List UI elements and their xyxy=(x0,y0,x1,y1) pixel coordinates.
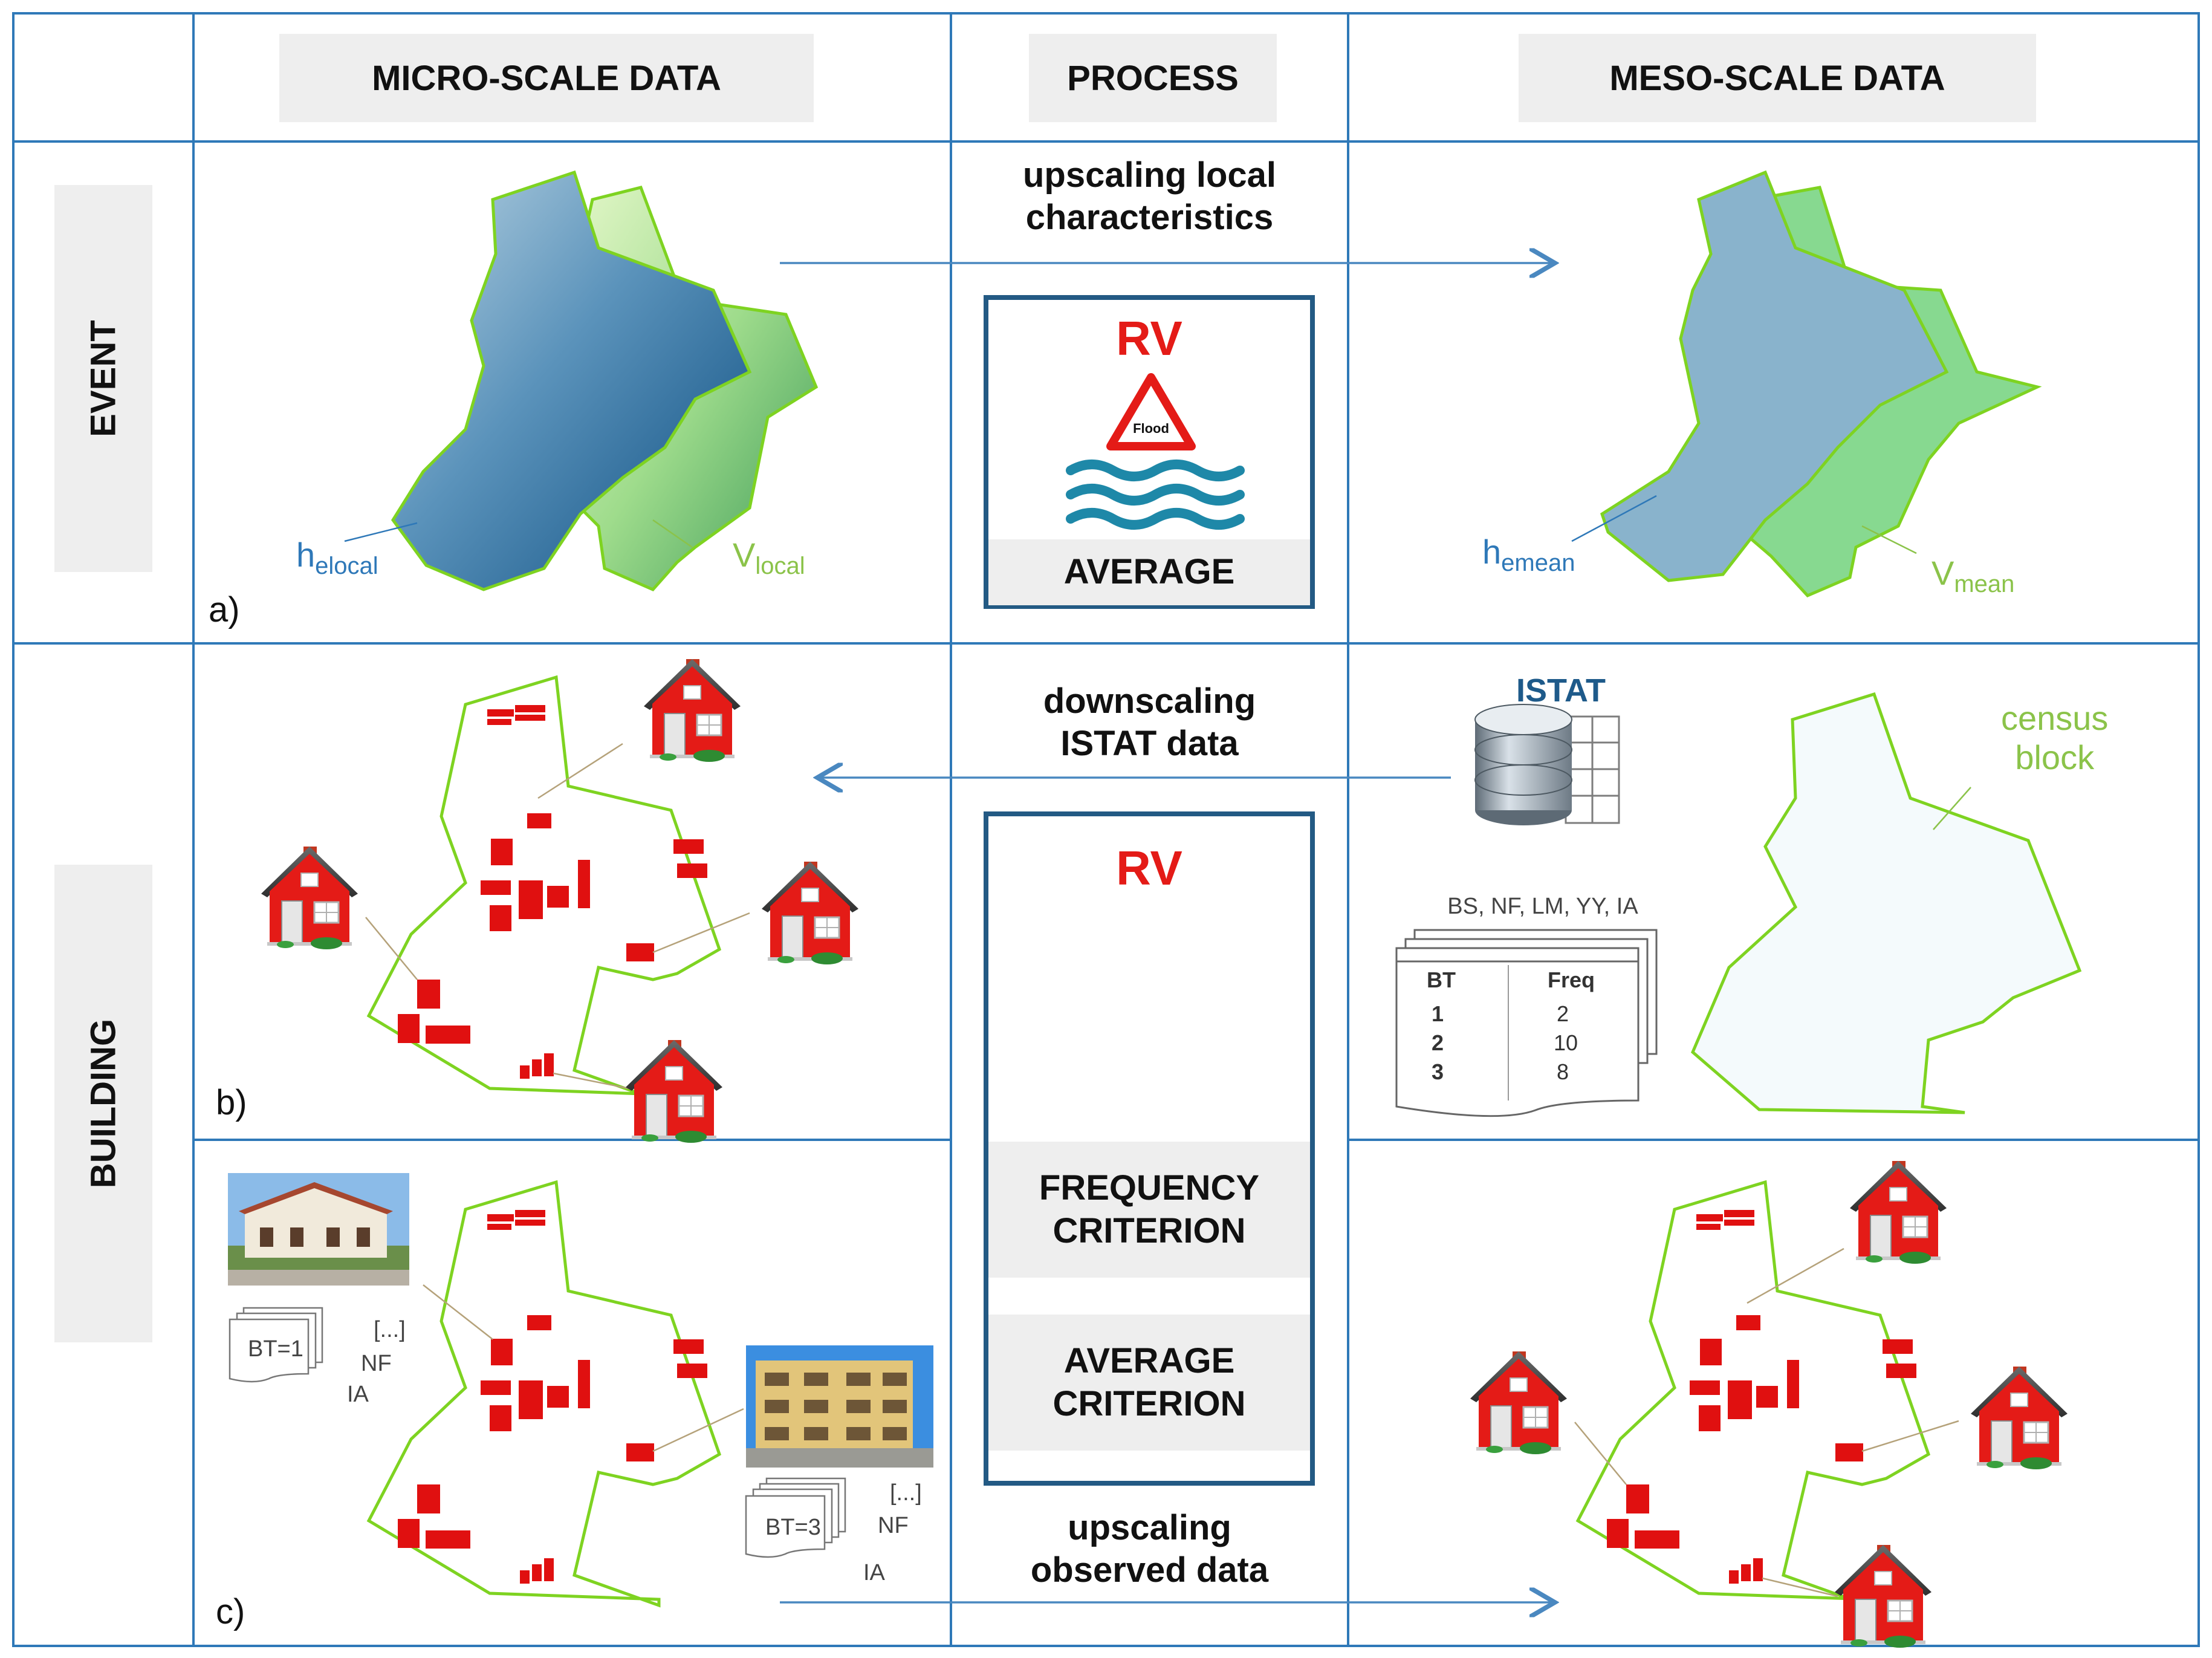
obs-card-1-more: [...] xyxy=(374,1317,406,1342)
label-upscale-observed: upscaling observed data xyxy=(1030,1508,1269,1590)
census-block-micro-b xyxy=(365,675,750,1103)
header-process: PROCESS xyxy=(1029,34,1277,122)
label-downscale-istat: downscaling ISTAT data xyxy=(1043,681,1256,763)
house-icon-b2 xyxy=(260,845,359,951)
panel-label-b: b) xyxy=(216,1083,247,1122)
v-mean-base: V xyxy=(1931,554,1954,592)
h-local-label: helocal xyxy=(296,535,378,580)
obs-card-1-bt: BT=1 xyxy=(248,1336,303,1362)
row-label-building: BUILDING xyxy=(83,1018,123,1189)
house-icon-c3 xyxy=(1970,1365,2069,1471)
istat-table: BT Freq 1 2 2 10 3 8 xyxy=(1403,967,1632,1085)
row-header-event: EVENT xyxy=(54,185,152,572)
rv-title-event: RV xyxy=(1116,311,1182,365)
v-local-base: V xyxy=(733,536,756,574)
h-mean-sub: emean xyxy=(1501,550,1575,577)
obs-card-2-sheets xyxy=(745,1477,846,1558)
istat-col-bt: BT xyxy=(1427,967,1456,992)
v-local-label: Vlocal xyxy=(733,535,805,580)
h-local-base: h xyxy=(296,536,316,574)
obs-card-1-ia: IA xyxy=(347,1382,369,1407)
v-local-leader xyxy=(652,519,693,548)
rv-box-event: RV Flood AVERAGE xyxy=(984,295,1315,609)
table-icon xyxy=(1395,929,1658,1117)
row-header-building: BUILDING xyxy=(54,865,152,1342)
rv-criterion-event: AVERAGE xyxy=(988,539,1310,605)
istat-logo: ISTAT xyxy=(1516,672,1606,709)
rv-box-building: RV FREQUENCY CRITERION AVERAGE CRITERION xyxy=(984,811,1315,1486)
v-mean-sub: mean xyxy=(1954,571,2015,598)
obs-card-2-ia: IA xyxy=(863,1560,885,1585)
header-meso: MESO-SCALE DATA xyxy=(1519,34,2036,122)
house-icon-b3 xyxy=(761,860,860,966)
census-block-micro-c xyxy=(366,1180,744,1608)
depth-map-mean xyxy=(1600,170,1949,582)
depth-map-local xyxy=(391,170,752,591)
rv-title-building: RV xyxy=(1116,841,1182,895)
panel-label-c: c) xyxy=(216,1592,245,1631)
v-mean-label: Vmean xyxy=(1931,553,2014,598)
census-block-meso xyxy=(1690,692,2082,1114)
database-icon xyxy=(1474,704,1620,825)
h-mean-label: hemean xyxy=(1482,532,1575,577)
photo-icon-house xyxy=(228,1173,409,1286)
house-icon-c2 xyxy=(1469,1350,1568,1455)
rv-criterion-average: AVERAGE CRITERION xyxy=(988,1315,1310,1451)
istat-row1-bt: 1 xyxy=(1432,1001,1444,1026)
istat-row2-bt: 2 xyxy=(1432,1030,1444,1055)
label-upscale-local: upscaling local characteristics xyxy=(1023,155,1276,237)
h-local-leader xyxy=(344,522,418,542)
census-block-meso-c xyxy=(1574,1180,1959,1608)
house-icon-c1 xyxy=(1849,1160,1948,1265)
house-icon-b4 xyxy=(624,1039,724,1144)
obs-card-2-more: [...] xyxy=(890,1480,922,1506)
panel-label-a: a) xyxy=(209,590,240,629)
obs-card-1-sheets xyxy=(229,1307,323,1383)
istat-fields: BS, NF, LM, YY, IA xyxy=(1447,894,1638,919)
obs-card-2-bt: BT=3 xyxy=(765,1515,821,1540)
census-leader xyxy=(1933,787,1971,830)
h-local-sub: elocal xyxy=(315,553,378,580)
row-label-event: EVENT xyxy=(83,320,123,437)
h-mean-base: h xyxy=(1482,533,1502,571)
istat-row1-freq: 2 xyxy=(1557,1001,1569,1026)
census-block-label: census block xyxy=(2001,699,2109,776)
waves-icon xyxy=(1066,460,1245,530)
v-mean-leader xyxy=(1861,525,1917,554)
flood-sign-text: Flood xyxy=(1133,421,1169,436)
header-micro: MICRO-SCALE DATA xyxy=(279,34,814,122)
h-mean-leader xyxy=(1571,495,1657,542)
istat-col-freq: Freq xyxy=(1548,967,1595,992)
rv-criterion-frequency: FREQUENCY CRITERION xyxy=(988,1142,1310,1278)
house-icon-b1 xyxy=(643,658,742,763)
obs-card-2-nf: NF xyxy=(878,1513,909,1538)
house-icon-c4 xyxy=(1834,1544,1933,1649)
istat-row3-bt: 3 xyxy=(1432,1059,1444,1084)
obs-card-1-nf: NF xyxy=(361,1351,392,1376)
photo-icon-apartment xyxy=(746,1345,933,1468)
v-local-sub: local xyxy=(755,553,805,580)
istat-row3-freq: 8 xyxy=(1557,1059,1569,1084)
istat-row2-freq: 10 xyxy=(1554,1030,1578,1055)
flood-warning-icon: Flood xyxy=(1106,373,1196,450)
